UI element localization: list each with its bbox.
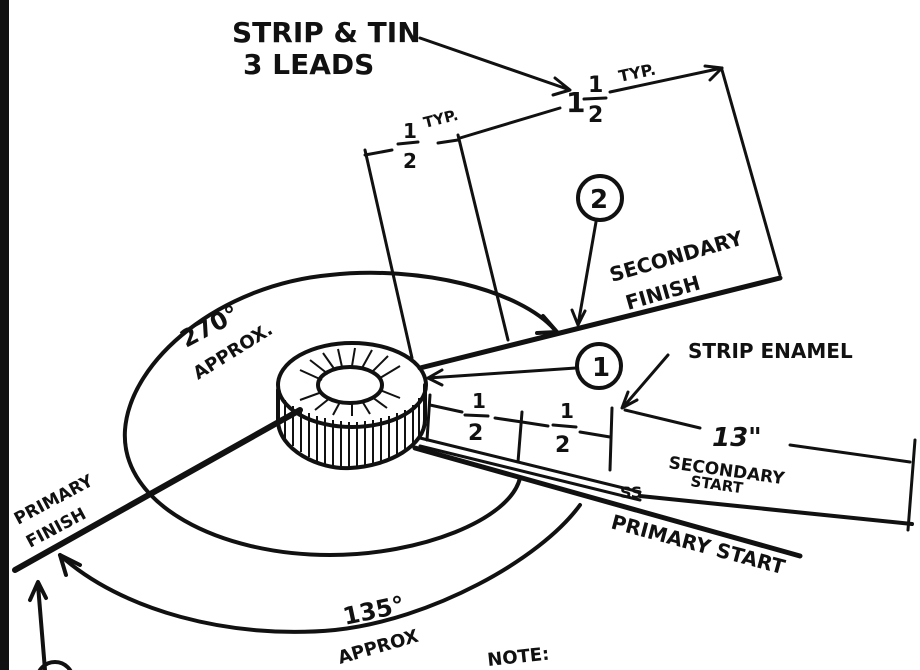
half-1-den: 2 (468, 421, 483, 446)
callout-2-number: 2 (590, 185, 608, 215)
dim-half-top-num: 1 (403, 119, 417, 143)
half-1-num: 1 (472, 389, 486, 413)
secondary-start-lead-top (418, 436, 642, 494)
strip-tin-label-1: STRIP & TIN (232, 16, 421, 49)
left-border (0, 0, 9, 670)
dim-half-top-bar (396, 140, 420, 146)
approx-lower-label: APPROX (336, 626, 421, 669)
dim-1-1-2-line (458, 66, 724, 140)
dim-1-num: 1 (588, 73, 603, 98)
callout-2-leader (570, 220, 598, 327)
strip-tin-leader (418, 36, 572, 97)
half-2-num: 1 (560, 399, 574, 423)
note-label: NOTE: (486, 644, 550, 670)
bottom-callout-fragment (37, 660, 73, 670)
callout-1-number: 1 (592, 353, 610, 383)
dim-13-line (623, 408, 912, 464)
ext-line-4 (425, 393, 432, 442)
arrow-135-head (58, 553, 82, 577)
callout-1-circle (575, 342, 623, 390)
secondary-start-extension (638, 494, 914, 526)
dim-1-whole: 1 (566, 86, 585, 119)
ext-line-5 (516, 410, 524, 464)
strip-tin-label-2: 3 LEADS (243, 48, 374, 81)
typ-lower-label: TYP. (422, 106, 460, 132)
ext-line-1 (363, 148, 414, 360)
dim-half-top-den: 2 (403, 149, 417, 173)
secondary-start-lead-bottom (418, 444, 642, 502)
strip-enamel-leader (620, 353, 670, 410)
lead-loop-135 (58, 503, 582, 634)
dim-arrow-right (703, 64, 724, 82)
ext-line-2 (456, 133, 510, 342)
dim-half-top-line (363, 138, 460, 157)
dim-13-label: 13" (712, 423, 762, 453)
angle-135-label: 135° (340, 591, 407, 631)
half-2-den: 2 (555, 433, 570, 458)
ext-line-7 (906, 438, 917, 532)
callout-1-leader (426, 366, 578, 387)
callout-2-circle (576, 174, 624, 222)
lead-loop-270 (122, 270, 557, 557)
dim-1-bar (582, 96, 608, 101)
toroid-core (276, 341, 428, 471)
secondary-finish-lead (417, 275, 783, 371)
half-1-bar (463, 413, 490, 418)
ext-line-6 (608, 406, 614, 472)
dim-1-den: 2 (588, 103, 603, 128)
strip-enamel-label: STRIP ENAMEL (688, 339, 853, 363)
primary-finish-arrow (28, 580, 48, 670)
primary-start-lead (412, 445, 803, 559)
dim-half-lower-line (428, 403, 612, 439)
ext-line-3 (720, 68, 782, 277)
break-mark: SS (620, 483, 642, 502)
half-2-bar (551, 423, 578, 429)
primary-finish-lead (12, 407, 303, 573)
